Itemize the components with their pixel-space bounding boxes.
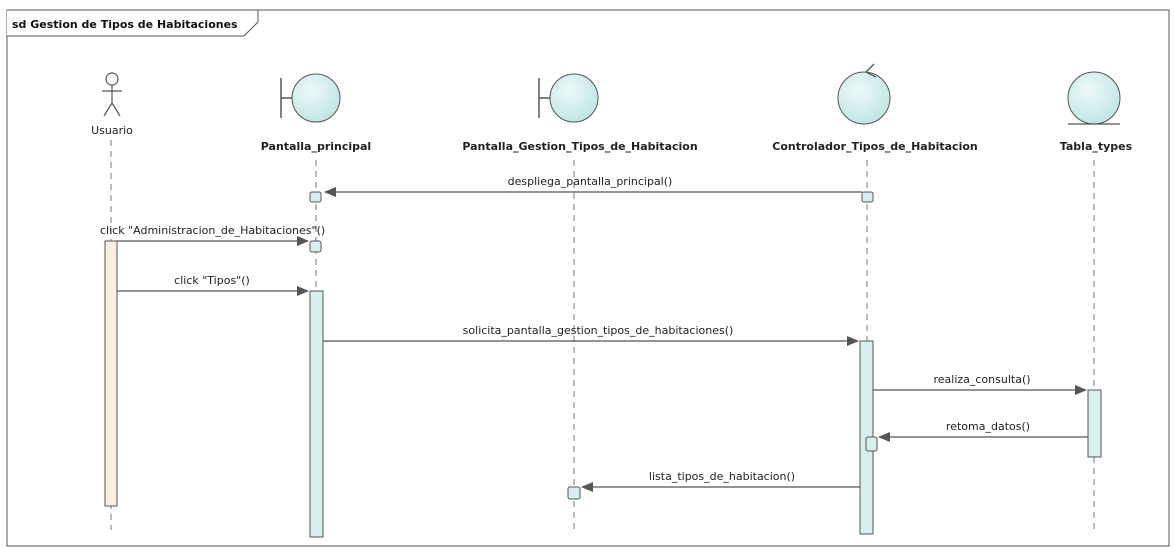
- lifeline-label-tabla: Tabla_types: [1060, 140, 1133, 153]
- activation-small-principal-1: [309, 191, 322, 203]
- frame-tab: [7, 9, 259, 37]
- activation-small-controlador: [861, 191, 874, 203]
- activation-small-principal-2: [309, 240, 322, 253]
- message-label-m4: solicita_pantalla_gestion_tipos_de_habit…: [463, 324, 734, 337]
- message-label-m1: despliega_pantalla_principal(): [508, 175, 673, 188]
- boundary-icon-pantalla-gestion: [538, 73, 599, 123]
- message-label-m6: retoma_datos(): [946, 420, 1030, 433]
- lifeline-label-usuario: Usuario: [91, 124, 133, 137]
- activation-small-gestion: [567, 486, 581, 500]
- message-label-m7: lista_tipos_de_habitacion(): [649, 470, 795, 483]
- activation-small-controlador-2: [865, 436, 878, 452]
- boundary-icon-pantalla-principal: [280, 73, 341, 123]
- message-label-m2: click "Administracion_de_Habitaciones"(): [100, 224, 325, 237]
- diagram-frame: [6, 9, 1170, 547]
- lifeline-label-pantalla-gestion: Pantalla_Gestion_Tipos_de_Habitacion: [462, 140, 697, 153]
- message-label-m5: realiza_consulta(): [933, 373, 1030, 386]
- activation-usuario: [104, 240, 118, 507]
- entity-icon-tabla: [1067, 71, 1121, 125]
- activation-tabla: [1087, 389, 1102, 458]
- lifeline-label-controlador: Controlador_Tipos_de_Habitacion: [772, 140, 977, 153]
- frame-title: sd Gestion de Tipos de Habitaciones: [12, 18, 238, 31]
- activation-pantalla-principal: [309, 290, 324, 538]
- control-icon-controlador: [837, 63, 891, 125]
- actor-icon: [102, 72, 122, 117]
- message-label-m3: click "Tipos"(): [174, 274, 250, 287]
- lifeline-label-pantalla-principal: Pantalla_principal: [261, 140, 371, 153]
